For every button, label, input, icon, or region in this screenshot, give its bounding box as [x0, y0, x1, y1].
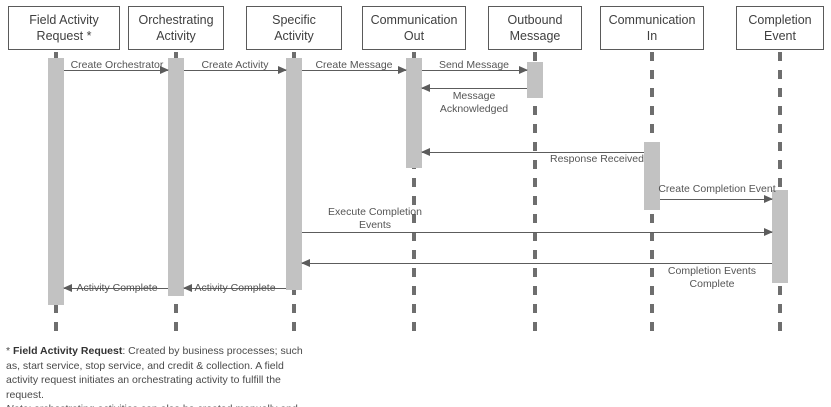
- activation-outbound-message: [527, 62, 543, 98]
- message-label-create-completion-event: Create Completion Event: [658, 183, 776, 195]
- arrow-create-completion-event[interactable]: [660, 194, 773, 203]
- activation-orchestrating-activity: [168, 58, 184, 296]
- message-label-message-acknowledged: Message Acknowledged: [439, 90, 509, 115]
- message-label-completion-events-complete: Completion Events Complete: [667, 265, 757, 290]
- lifeline-head-completion-event[interactable]: Completion Event: [736, 6, 824, 50]
- footnote-body: : Created by business processes; such as…: [6, 345, 303, 401]
- lifeline-head-field-activity-request[interactable]: Field Activity Request *: [8, 6, 120, 50]
- arrowhead-icon: [764, 227, 773, 236]
- lifeline-label-specific-activity: Specific Activity: [272, 13, 316, 43]
- lifeline-label-completion-event: Completion Event: [748, 13, 812, 43]
- message-label-response-received: Response Received: [550, 153, 644, 165]
- lifeline-label-communication-out: Communication Out: [370, 13, 458, 43]
- lifeline-outbound-message: [533, 52, 537, 337]
- arrowhead-icon: [160, 65, 169, 74]
- message-label-create-message: Create Message: [315, 59, 393, 71]
- arrow-activity-complete-specific-to-orchestrating[interactable]: [183, 283, 286, 292]
- arrow-activity-complete-orchestrating-to-request[interactable]: [63, 283, 168, 292]
- arrowhead-icon: [764, 194, 773, 203]
- arrow-send-message[interactable]: [422, 65, 528, 74]
- message-label-create-activity: Create Activity: [201, 59, 269, 71]
- message-label-create-orchestrator: Create Orchestrator: [70, 59, 164, 71]
- arrowhead-icon: [301, 258, 310, 267]
- footnote-marker: *: [6, 345, 11, 357]
- arrowhead-icon: [421, 83, 430, 92]
- activation-communication-in: [644, 142, 660, 210]
- footnote-note-body: orchestrating activities can also be cre…: [6, 403, 298, 407]
- message-label-send-message: Send Message: [438, 59, 510, 71]
- arrowhead-icon: [183, 283, 192, 292]
- footnote: * Field Activity Request: Created by bus…: [6, 344, 306, 407]
- arrowhead-icon: [421, 147, 430, 156]
- arrowhead-icon: [63, 283, 72, 292]
- lifeline-head-communication-in[interactable]: Communication In: [600, 6, 704, 50]
- arrowhead-icon: [519, 65, 528, 74]
- arrow-message-acknowledged[interactable]: [421, 83, 527, 92]
- lifeline-communication-out: [412, 52, 416, 337]
- arrow-execute-completion-events[interactable]: [302, 227, 773, 236]
- lifeline-label-communication-in: Communication In: [608, 13, 696, 43]
- lifeline-label-orchestrating-activity: Orchestrating Activity: [138, 13, 214, 43]
- arrowhead-icon: [278, 65, 287, 74]
- arrow-create-message[interactable]: [302, 65, 407, 74]
- arrowhead-icon: [398, 65, 407, 74]
- lifeline-head-communication-out[interactable]: Communication Out: [362, 6, 466, 50]
- lifeline-head-specific-activity[interactable]: Specific Activity: [246, 6, 342, 50]
- activation-field-activity-request: [48, 58, 64, 305]
- lifeline-label-field-activity-request: Field Activity Request *: [29, 13, 99, 43]
- footnote-note-label: Note:: [6, 403, 31, 407]
- arrow-create-orchestrator[interactable]: [64, 65, 169, 74]
- activation-communication-out: [406, 58, 422, 168]
- lifeline-head-outbound-message[interactable]: Outbound Message: [488, 6, 582, 50]
- message-label-execute-completion-events: Execute Completion Events: [328, 206, 422, 231]
- activation-completion-event: [772, 190, 788, 283]
- lifeline-head-orchestrating-activity[interactable]: Orchestrating Activity: [128, 6, 224, 50]
- lifeline-label-outbound-message: Outbound Message: [507, 13, 563, 43]
- message-label-activity-complete-specific-to-orchestrating: Activity Complete: [194, 282, 276, 294]
- message-label-activity-complete-orchestrating-to-request: Activity Complete: [76, 282, 158, 294]
- arrow-create-activity[interactable]: [184, 65, 287, 74]
- footnote-term: Field Activity Request: [13, 345, 123, 357]
- arrow-response-received[interactable]: [421, 147, 644, 156]
- activation-specific-activity: [286, 58, 302, 290]
- arrow-completion-events-complete[interactable]: [301, 258, 772, 267]
